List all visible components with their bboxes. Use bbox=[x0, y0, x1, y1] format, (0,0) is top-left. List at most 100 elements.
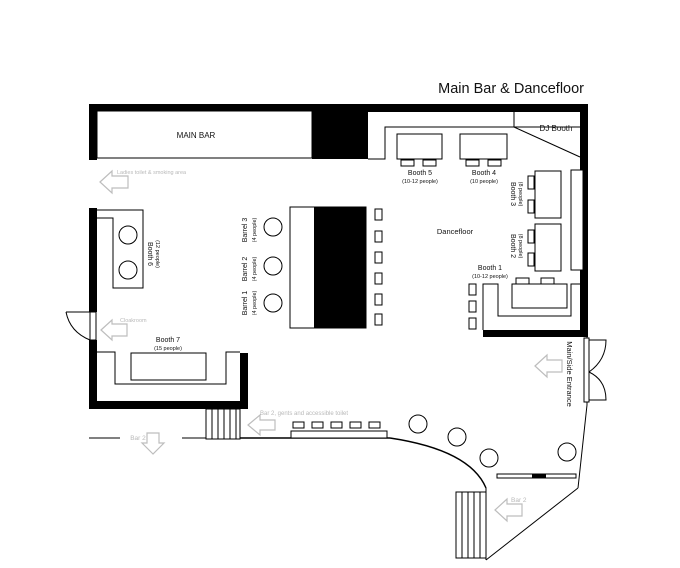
booth-3-table bbox=[534, 170, 562, 219]
bar-stool bbox=[374, 313, 383, 326]
booth-4-capacity: (10 people) bbox=[470, 179, 498, 185]
booth-6-label: Booth 6 bbox=[146, 242, 153, 266]
booth7-right-wall bbox=[240, 353, 248, 409]
curved-wall bbox=[389, 437, 487, 489]
booth-4-label: Booth 4 bbox=[472, 170, 496, 177]
left-wall-middle bbox=[89, 208, 97, 312]
door-frame bbox=[89, 311, 97, 341]
booth-6-seat bbox=[118, 225, 138, 245]
booth-5[interactable]: Booth 5 (10-12 people) bbox=[396, 133, 443, 185]
barrel-3-label: Barrel 3 bbox=[242, 218, 249, 243]
bar-stool bbox=[374, 208, 383, 221]
booth-4[interactable]: Booth 4 (10 people) bbox=[459, 133, 508, 185]
booth-4-seat bbox=[465, 159, 480, 167]
booth-7[interactable]: Booth 7 (15 people) bbox=[97, 337, 240, 385]
entrance-label: Main/Side Entrance bbox=[565, 341, 574, 406]
booth-6-seat bbox=[118, 260, 138, 280]
booth-5-capacity: (10-12 people) bbox=[402, 179, 438, 185]
stairs-left[interactable] bbox=[205, 408, 241, 440]
booth-2[interactable]: Booth 2 (8 people) bbox=[509, 223, 562, 272]
left-door[interactable] bbox=[65, 311, 97, 341]
booth-5-seat bbox=[400, 159, 415, 167]
booth-6-outline bbox=[97, 209, 144, 289]
booth-7-table bbox=[130, 352, 207, 381]
booth-3-seat bbox=[527, 199, 535, 214]
dir-bar2-left[interactable]: Bar 2 bbox=[130, 432, 166, 455]
round-table bbox=[479, 448, 499, 468]
cloakroom-label: Cloakroom bbox=[120, 318, 147, 324]
round-table bbox=[557, 442, 577, 462]
dir-cloakroom[interactable]: Cloakroom bbox=[100, 318, 147, 342]
booth-1-stool bbox=[468, 317, 477, 330]
barrel-1-capacity: (4 people) bbox=[252, 290, 258, 315]
booth1-bottom-wall bbox=[483, 330, 588, 337]
plan-title: Main Bar & Dancefloor bbox=[438, 81, 584, 97]
arrow-left-icon bbox=[494, 497, 523, 523]
booth-row-divider bbox=[368, 126, 580, 160]
dir-bar2-bottom[interactable]: Bar 2 bbox=[494, 497, 527, 523]
right-wall bbox=[580, 104, 588, 336]
stairs-outline bbox=[455, 491, 487, 559]
barrel-3-table bbox=[263, 217, 283, 237]
outer-walls bbox=[89, 104, 588, 409]
entrance-doors[interactable] bbox=[583, 337, 607, 403]
booth-5-seat bbox=[422, 159, 437, 167]
barrel-2[interactable]: Barrel 2 (4 people) bbox=[242, 256, 283, 281]
booth-7-label: Booth 7 bbox=[156, 337, 180, 344]
booth-1-outline bbox=[482, 283, 580, 330]
bar-stool bbox=[374, 230, 383, 243]
booth-3-label: Booth 3 bbox=[509, 182, 516, 206]
bar2-bottom-label: Bar 2 bbox=[511, 497, 527, 504]
booth-1-label: Booth 1 bbox=[478, 265, 502, 272]
stairs-outline bbox=[205, 408, 241, 440]
left-wall-upper bbox=[89, 104, 97, 160]
booth-4-table bbox=[459, 133, 508, 160]
counter bbox=[290, 430, 388, 439]
booth-2-label: Booth 2 bbox=[509, 234, 516, 258]
main-bar-counter bbox=[96, 110, 313, 159]
booth-5-table bbox=[396, 133, 443, 160]
barrel-1-table bbox=[263, 293, 283, 313]
booth-1-seat bbox=[540, 277, 555, 285]
entrance-door-top bbox=[588, 339, 607, 373]
booth-6[interactable]: Booth 6 (12 people) bbox=[97, 209, 160, 289]
bar2-left-label: Bar 2 bbox=[130, 435, 146, 442]
counter-stool bbox=[368, 421, 381, 429]
booth-7-outline bbox=[97, 351, 240, 385]
rail-part bbox=[532, 474, 546, 478]
counter-stool bbox=[292, 421, 305, 429]
barrel-3-capacity: (4 people) bbox=[252, 217, 258, 242]
arrow-left-icon bbox=[100, 318, 128, 342]
bar-stool bbox=[374, 293, 383, 306]
booth-1[interactable]: Booth 1 (10-12 people) bbox=[468, 265, 580, 330]
barrel-1[interactable]: Barrel 1 (4 people) bbox=[242, 290, 283, 315]
counter-stool bbox=[330, 421, 343, 429]
main-bar-label: MAIN BAR bbox=[177, 131, 216, 140]
door-swing bbox=[65, 311, 91, 341]
ladies-toilet-label: Ladies toilet & smoking area bbox=[117, 170, 187, 176]
booth-7-capacity: (15 people) bbox=[154, 346, 182, 352]
left-wall-lower bbox=[89, 340, 97, 409]
booth-1-stool bbox=[468, 300, 477, 313]
barrel-2-capacity: (4 people) bbox=[252, 256, 258, 281]
booth-1-stool bbox=[468, 283, 477, 296]
bar-stool bbox=[374, 272, 383, 285]
booth-2-seat bbox=[527, 229, 535, 244]
dir-ladies-toilet[interactable]: Ladies toilet & smoking area bbox=[99, 169, 187, 195]
booth-3[interactable]: Booth 3 (8 people) bbox=[509, 170, 562, 219]
bottom-left-wall bbox=[89, 401, 248, 409]
booth-4-seat bbox=[487, 159, 502, 167]
dir-entrance[interactable]: Main/Side Entrance bbox=[534, 341, 574, 407]
bar-stool bbox=[374, 251, 383, 264]
central-bar bbox=[289, 206, 383, 329]
arrow-left-icon bbox=[534, 353, 563, 379]
booth-1-seat bbox=[515, 277, 530, 285]
dj-booth-label: DJ Booth bbox=[540, 124, 573, 133]
round-table bbox=[447, 427, 467, 447]
barrel-3[interactable]: Barrel 3 (4 people) bbox=[242, 217, 283, 243]
stairs-bottom[interactable] bbox=[455, 491, 487, 559]
angled-wall-bottom bbox=[485, 487, 579, 561]
barrel-2-table bbox=[263, 256, 283, 276]
dir-bar2-gents[interactable]: Bar 2, gents and accessible toilet bbox=[247, 411, 348, 437]
